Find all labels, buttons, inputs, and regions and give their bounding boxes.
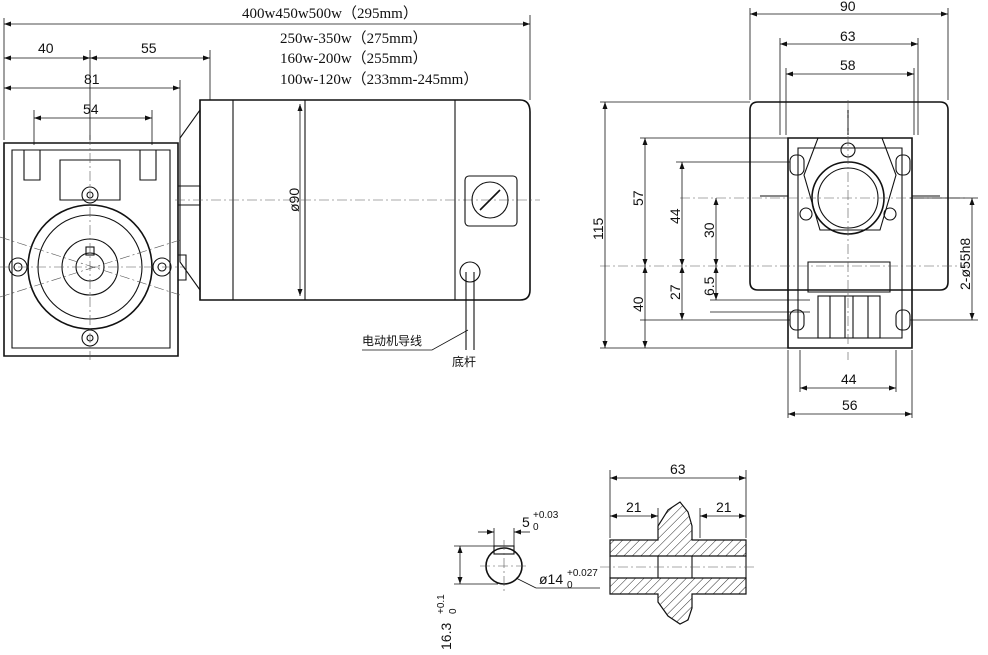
dim-81-label: 81 — [84, 71, 100, 87]
section-dim-21a-label: 21 — [626, 499, 642, 515]
key-tol-upper: +0.03 — [533, 510, 559, 521]
side-dim-27-label: 27 — [667, 284, 683, 300]
side-dim-90-label: 90 — [840, 0, 856, 14]
side-dim-6-5-label: 6.5 — [701, 276, 717, 296]
motor-length-label-2: 250w-350w（275mm） — [280, 30, 428, 47]
motor-length-label-3: 160w-200w（255mm） — [280, 50, 428, 67]
top-left-dimensions: 40 55 81 54 400w450w500w（295mm） 250w-350… — [3, 5, 531, 145]
depth-tol-lower: 0 — [448, 608, 459, 614]
side-dim-115-label: 115 — [590, 217, 606, 240]
screw-label: 底杆 — [452, 354, 476, 369]
hollow-shaft-section: 63 21 21 — [600, 461, 756, 625]
side-dim-57-label: 57 — [630, 190, 646, 206]
side-dim-58-label: 58 — [840, 57, 856, 73]
gearbox-side-view: 90 63 58 115 57 40 44 27 30 6.5 2-ø55h8 — [590, 0, 978, 418]
side-dim-56-label: 56 — [842, 397, 858, 413]
depth-tol-upper: +0.1 — [436, 594, 447, 614]
motor-length-label-1: 400w450w500w（295mm） — [242, 5, 418, 22]
bore-label: ø14 — [539, 571, 563, 587]
motor-diameter-label: ø90 — [286, 188, 302, 212]
side-dim-44h-label: 44 — [841, 371, 857, 387]
dim-55-label: 55 — [141, 40, 157, 56]
section-dim-63-label: 63 — [670, 461, 686, 477]
cable-gland — [459, 261, 481, 283]
dim-54-label: 54 — [83, 101, 99, 117]
bore-tol-lower: 0 — [567, 580, 573, 591]
bore-tol-upper: +0.027 — [567, 568, 598, 579]
side-dim-63-label: 63 — [840, 28, 856, 44]
key-width-label: 5 — [522, 514, 530, 530]
motor-length-label-4: 100w-120w（233mm-245mm） — [280, 71, 478, 88]
key-tol-lower: 0 — [533, 522, 539, 533]
gearbox-front-view — [0, 135, 201, 360]
side-dim-hole-label: 2-ø55h8 — [957, 238, 973, 290]
side-dim-44v-label: 44 — [667, 208, 683, 224]
side-dim-30-label: 30 — [701, 222, 717, 238]
side-dim-40-label: 40 — [630, 296, 646, 312]
section-dim-21b-label: 21 — [716, 499, 732, 515]
terminal-box — [464, 175, 518, 227]
motor-body: ø90 电动机导线 底杆 — [175, 99, 540, 369]
dim-40-label: 40 — [38, 40, 54, 56]
lead-wire-label: 电动机导线 — [362, 334, 422, 348]
shaft-keyway-detail: 5 +0.03 0 ø14 +0.027 0 16.3 +0.1 0 — [436, 510, 600, 650]
depth-label: 16.3 — [438, 623, 454, 650]
